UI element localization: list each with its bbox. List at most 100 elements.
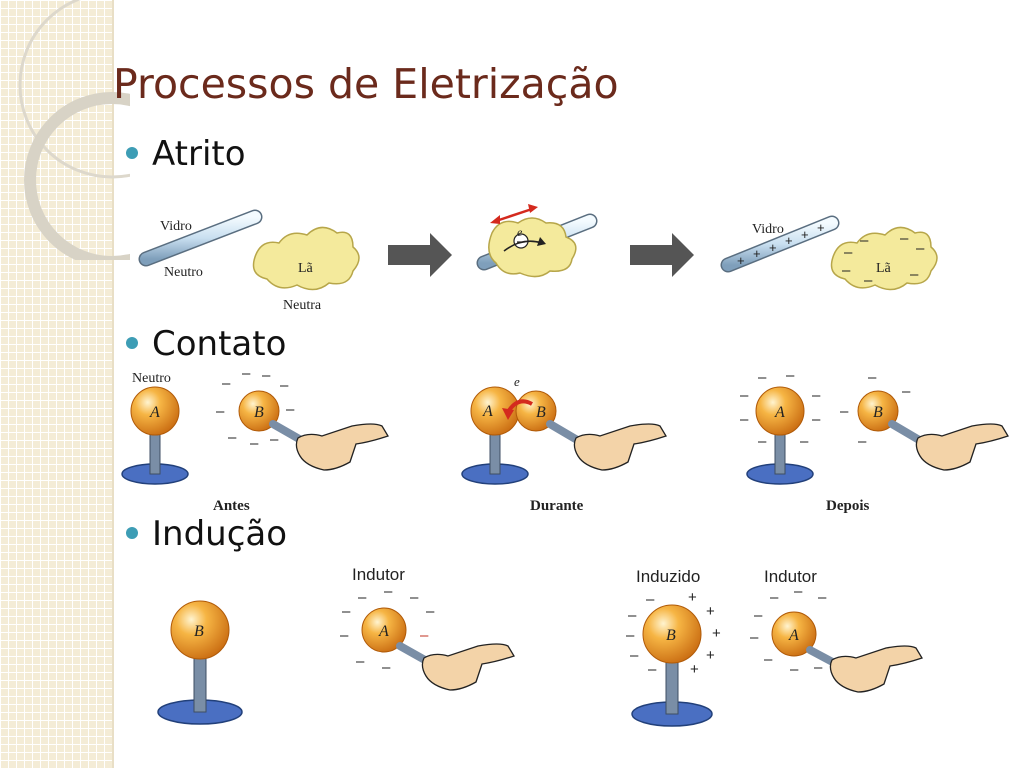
svg-text:–: – bbox=[410, 589, 419, 606]
svg-text:–: – bbox=[626, 627, 635, 644]
svg-text:+: + bbox=[706, 647, 715, 664]
sphere-label: B bbox=[254, 404, 264, 421]
svg-text:–: – bbox=[916, 240, 925, 257]
svg-text:–: – bbox=[228, 429, 237, 446]
sphere-b bbox=[642, 604, 702, 664]
hand bbox=[829, 645, 923, 693]
svg-text:–: – bbox=[864, 272, 873, 289]
sphere-a bbox=[130, 386, 180, 436]
arrow-head bbox=[537, 237, 546, 246]
svg-text:–: – bbox=[740, 387, 749, 404]
svg-text:–: – bbox=[250, 435, 259, 452]
wool bbox=[252, 226, 360, 291]
sphere-a bbox=[755, 386, 805, 436]
sidebar-divider bbox=[112, 0, 114, 768]
label-vidro: Vidro bbox=[160, 219, 192, 234]
sphere-b bbox=[170, 600, 230, 660]
svg-text:–: – bbox=[342, 603, 351, 620]
label-induzido: Induzido bbox=[636, 567, 700, 586]
svg-text:–: – bbox=[340, 627, 349, 644]
sphere-label: B bbox=[666, 627, 676, 644]
svg-text:+: + bbox=[769, 240, 777, 255]
svg-text:–: – bbox=[754, 607, 763, 624]
svg-text:–: – bbox=[910, 266, 919, 283]
svg-text:–: – bbox=[420, 627, 429, 644]
negative-charges: –––– ––––– bbox=[216, 366, 295, 452]
process-arrow bbox=[388, 233, 452, 277]
bullet-inducao: Indução bbox=[126, 514, 287, 554]
stage-label-depois: Depois bbox=[826, 498, 870, 514]
hand bbox=[573, 423, 667, 471]
arrow-head bbox=[502, 408, 514, 420]
label-neutra: Neutra bbox=[283, 298, 322, 313]
negative-charges: ––– –––– bbox=[842, 230, 925, 289]
svg-text:–: – bbox=[628, 607, 637, 624]
svg-text:+: + bbox=[688, 589, 697, 606]
induced-charges: ––––– +++++ bbox=[626, 589, 721, 678]
contato-figure: Neutro A B –––– ––––– Antes A B e Durant… bbox=[121, 366, 1009, 514]
svg-text:–: – bbox=[858, 433, 867, 450]
bullet-contato: Contato bbox=[126, 324, 286, 364]
sphere-label: A bbox=[774, 404, 785, 421]
label-neutro: Neutro bbox=[132, 371, 171, 386]
svg-text:+: + bbox=[737, 253, 745, 268]
hand bbox=[295, 423, 389, 471]
glass-rod-charged: + + + + + + bbox=[720, 215, 840, 273]
sphere-label: A bbox=[378, 623, 389, 640]
sphere-stand bbox=[157, 649, 243, 725]
svg-text:–: – bbox=[814, 659, 823, 676]
svg-text:–: – bbox=[786, 367, 795, 384]
decorative-circles bbox=[18, 0, 130, 260]
bullet-label: Indução bbox=[152, 514, 288, 554]
hand bbox=[915, 423, 1009, 471]
svg-text:–: – bbox=[222, 375, 231, 392]
svg-text:–: – bbox=[764, 651, 773, 668]
sphere-b bbox=[857, 390, 899, 432]
wool-charged bbox=[830, 226, 938, 291]
glass-rod bbox=[138, 209, 263, 267]
svg-text:–: – bbox=[242, 366, 251, 382]
svg-text:–: – bbox=[758, 369, 767, 386]
sphere-a bbox=[771, 611, 817, 657]
sphere-a bbox=[361, 607, 407, 653]
process-arrow bbox=[630, 233, 694, 277]
svg-text:+: + bbox=[801, 227, 809, 242]
svg-text:–: – bbox=[740, 411, 749, 428]
svg-text:–: – bbox=[750, 629, 759, 646]
svg-text:–: – bbox=[758, 433, 767, 450]
bullet-label: Contato bbox=[152, 324, 287, 364]
sphere-label: B bbox=[536, 404, 546, 421]
svg-text:+: + bbox=[817, 220, 825, 235]
svg-text:–: – bbox=[844, 244, 853, 261]
svg-text:–: – bbox=[356, 653, 365, 670]
svg-text:–: – bbox=[770, 589, 779, 606]
label-indutor: Indutor bbox=[352, 565, 405, 584]
svg-text:–: – bbox=[382, 659, 391, 676]
sphere-label: A bbox=[482, 403, 493, 420]
bullet-dot bbox=[126, 146, 138, 159]
svg-text:–: – bbox=[630, 647, 639, 664]
motion-arrow bbox=[495, 207, 533, 223]
svg-text:+: + bbox=[712, 625, 721, 642]
inducao-figure: B Indutor A ––––– –––– Induzido B ––––– … bbox=[157, 565, 923, 727]
negative-charges: ––––– –––– bbox=[340, 583, 435, 676]
svg-text:+: + bbox=[690, 661, 699, 678]
label-la: Lã bbox=[298, 261, 314, 276]
svg-text:–: – bbox=[280, 377, 289, 394]
svg-text:+: + bbox=[753, 246, 761, 261]
svg-text:–: – bbox=[842, 262, 851, 279]
stage-label-antes: Antes bbox=[213, 498, 250, 514]
label-la: Lã bbox=[876, 261, 892, 276]
slide-title: Processos de Eletrização bbox=[113, 60, 619, 108]
sphere-stand bbox=[121, 423, 189, 485]
negative-charges: –––– bbox=[840, 369, 911, 450]
sphere-label: B bbox=[873, 404, 883, 421]
svg-text:–: – bbox=[262, 367, 271, 384]
svg-text:–: – bbox=[812, 387, 821, 404]
atrito-figure: Vidro Neutro Lã Neutra e + + + + + + Vid… bbox=[138, 204, 938, 313]
svg-text:–: – bbox=[426, 603, 435, 620]
bullet-dot bbox=[126, 336, 138, 349]
svg-text:–: – bbox=[818, 589, 827, 606]
arrow-heads bbox=[490, 204, 538, 224]
svg-text:–: – bbox=[286, 401, 295, 418]
